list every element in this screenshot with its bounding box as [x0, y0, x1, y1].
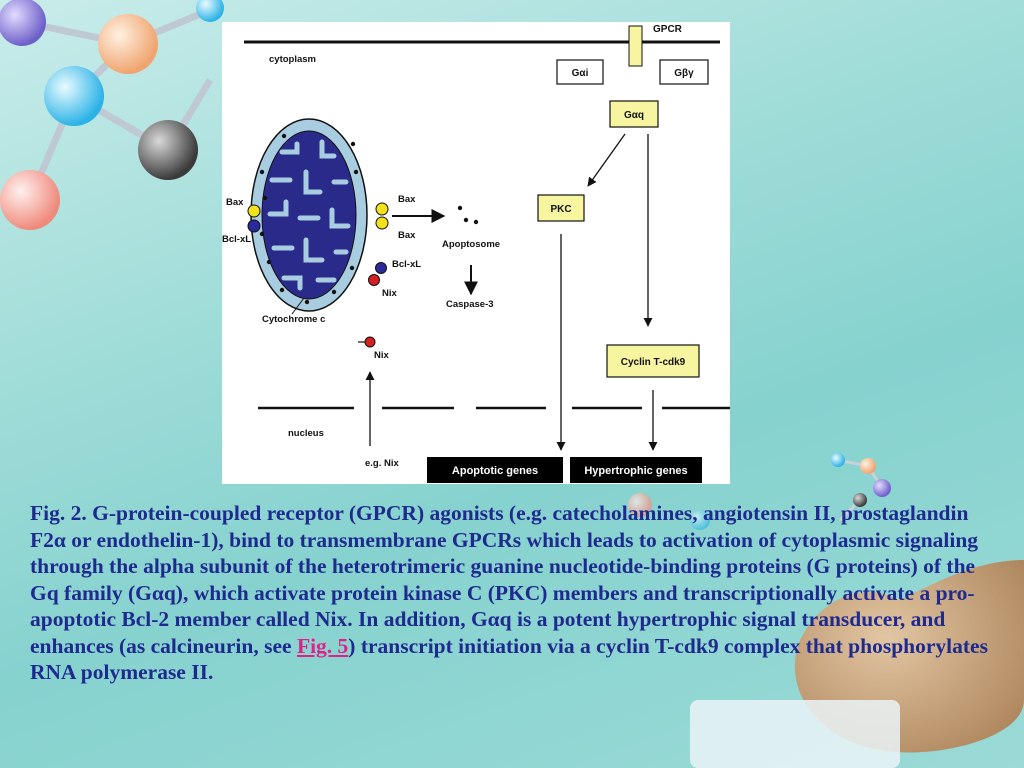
fig5-link[interactable]: Fig. 5 [296, 633, 349, 658]
cyclin-box [606, 344, 700, 378]
bax-right-top-label: Bax [398, 194, 416, 205]
pkc-label: PKC [550, 204, 571, 215]
bclxl-left-label: Bcl-xL [222, 234, 251, 245]
test-tube-rack [690, 700, 900, 768]
bax-left-protein [247, 204, 261, 218]
nix-right-label: Nix [382, 288, 398, 299]
apoptotic-genes-box [427, 457, 563, 483]
bax-right-top-protein [375, 202, 389, 216]
g-beta-gamma-label: Gβγ [674, 68, 694, 79]
apoptosome-label: Apoptosome [442, 239, 500, 250]
nucleus-label: nucleus [288, 428, 324, 439]
g-beta-gamma-box [659, 59, 709, 85]
bclxl-right-protein [375, 262, 387, 274]
nix-mid-label: Nix [374, 350, 390, 361]
caption-text-end: ) transcript initiation via a cyclin T-c… [30, 633, 988, 685]
bclxl-right-label: Bcl-xL [392, 259, 421, 270]
g-alpha-i-label: Gαi [572, 68, 589, 79]
arrow-gq-to-pkc [587, 133, 626, 187]
cytochrome-pointer [291, 297, 305, 315]
g-alpha-q-label: Gαq [624, 110, 644, 121]
caspase-label: Caspase-3 [446, 299, 494, 310]
hypertrophic-genes-label: Hypertrophic genes [584, 465, 687, 477]
bax-left-label: Bax [226, 197, 244, 208]
hypertrophic-genes-box [570, 457, 702, 483]
g-alpha-i-box [556, 59, 604, 85]
apoptotic-genes-label: Apoptotic genes [452, 465, 538, 477]
cyclin-label: Cyclin T-cdk9 [621, 357, 686, 368]
cytoplasm-label: cytoplasm [269, 54, 316, 65]
nix-right-protein [368, 274, 380, 286]
figure-caption: Fig. 2. G-protein-coupled receptor (GPCR… [30, 500, 1005, 686]
caption-text-start: Fig. 2. G-protein-coupled receptor (GPCR… [30, 501, 979, 658]
bax-right-bottom-protein [375, 216, 389, 230]
pkc-box [537, 194, 585, 222]
eg-nix-label: e.g. Nix [365, 458, 400, 469]
g-alpha-q-box [609, 100, 659, 128]
cytochrome-label: Cytochrome c [262, 314, 325, 325]
gpcr-receptor [628, 25, 643, 67]
bax-right-bottom-label: Bax [398, 230, 416, 241]
mitochondrion [250, 118, 368, 312]
signaling-diagram: GPCR cytoplasm Gαi Gβγ Gαq PKC Cyclin T-… [222, 24, 730, 483]
gpcr-label: GPCR [653, 24, 683, 35]
diagram-panel: GPCR cytoplasm Gαi Gβγ Gαq PKC Cyclin T-… [222, 22, 730, 484]
bclxl-left-protein [247, 219, 261, 233]
nix-mid-protein [364, 336, 376, 348]
